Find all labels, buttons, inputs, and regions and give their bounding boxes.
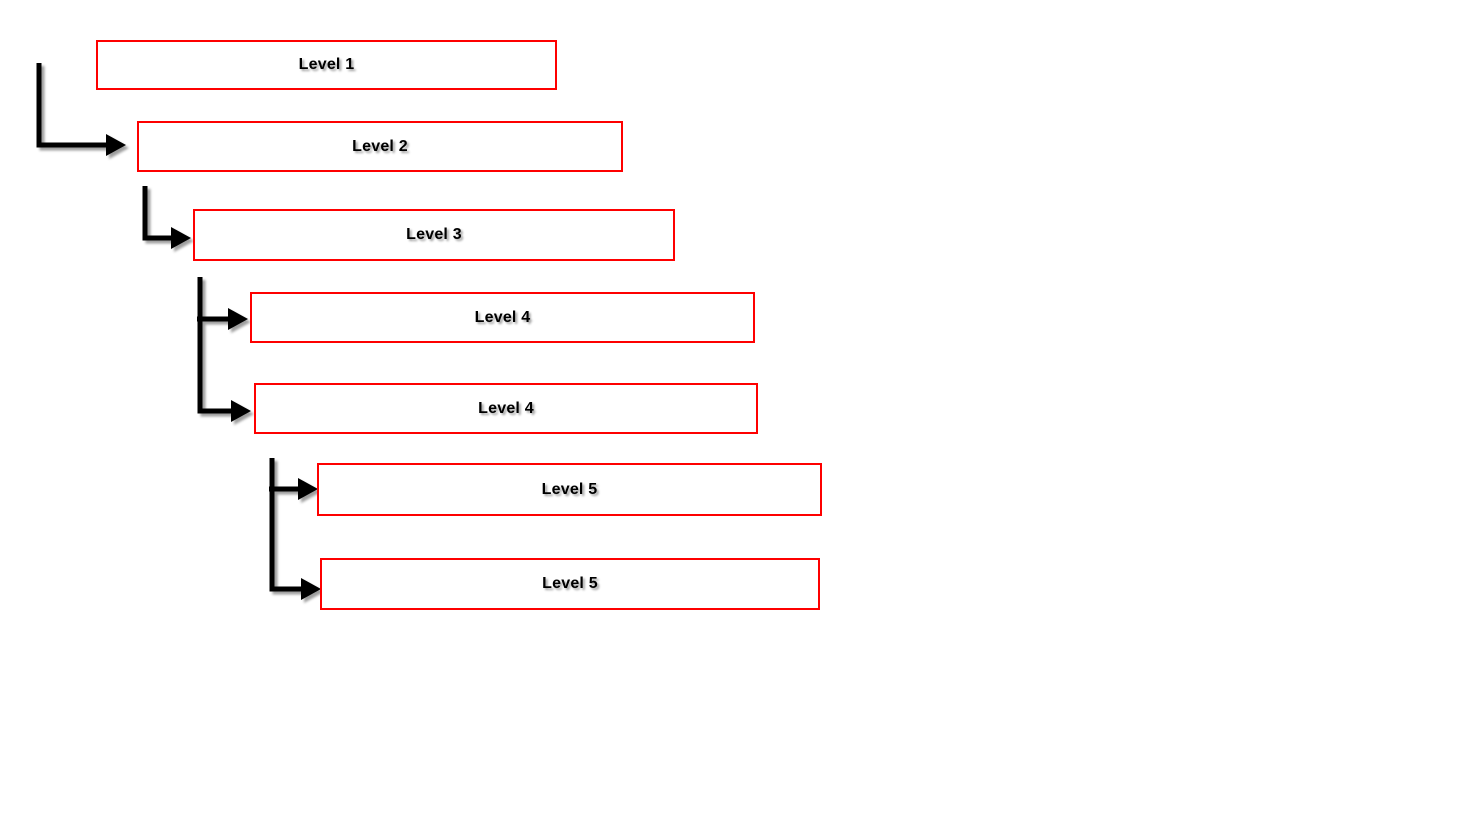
arrowhead-level4a-icon [228, 308, 248, 330]
arrowhead-level3-icon [171, 227, 191, 249]
connector-level2-to-level3 [142, 186, 172, 241]
connector-level3-to-level4 [197, 277, 231, 414]
node-level-3: Level 3 [193, 209, 675, 261]
arrowhead-level5a-icon [298, 478, 318, 500]
arrowhead-level5b-icon [301, 578, 321, 600]
node-level-1: Level 1 [96, 40, 557, 90]
node-level-5b: Level 5 [320, 558, 820, 610]
node-level-3-label: Level 3 [406, 226, 462, 243]
node-level-4b: Level 4 [254, 383, 758, 434]
arrowhead-level2-icon [106, 134, 126, 156]
node-level-2: Level 2 [137, 121, 623, 172]
node-level-4a-label: Level 4 [474, 308, 531, 326]
node-level-5b-label: Level 5 [542, 575, 598, 592]
node-level-4a: Level 4 [250, 292, 755, 343]
node-level-5a-label: Level 5 [541, 480, 598, 498]
connector-level4-to-level5 [269, 458, 301, 592]
arrowhead-level4b-icon [231, 400, 251, 422]
node-level-2-label: Level 2 [352, 137, 408, 155]
node-level-4b-label: Level 4 [478, 399, 534, 417]
node-level-1-label: Level 1 [298, 56, 355, 73]
node-level-5a: Level 5 [317, 463, 822, 516]
